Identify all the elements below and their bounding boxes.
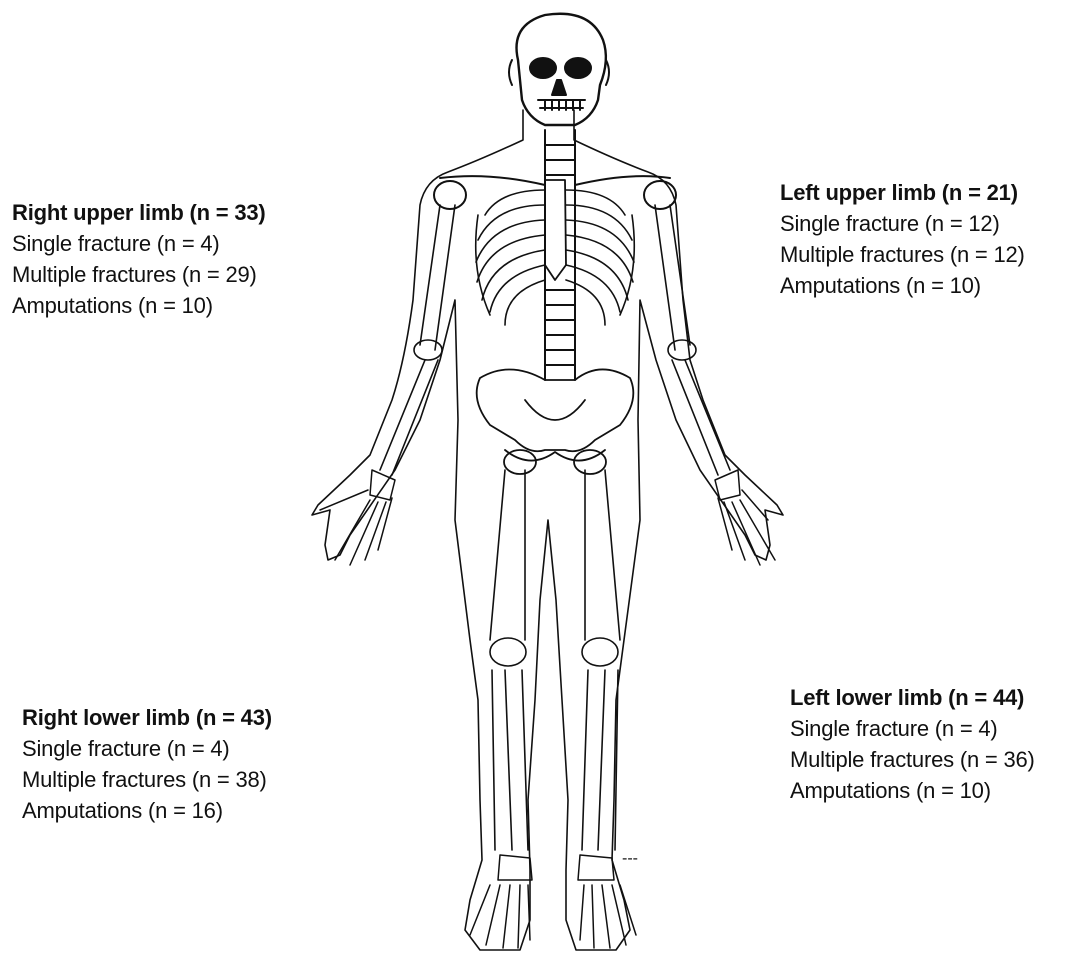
- left-upper-limb-amputations: Amputations (n = 10): [780, 270, 1025, 301]
- right-upper-limb-amputations: Amputations (n = 10): [12, 290, 266, 321]
- left-upper-limb-label: Left upper limb (n = 21) Single fracture…: [780, 177, 1025, 301]
- right-upper-limb-single: Single fracture (n = 4): [12, 228, 266, 259]
- foot-bones: [470, 855, 636, 948]
- right-lower-limb-title: Right lower limb (n = 43): [22, 702, 272, 733]
- arm-bones: [380, 205, 730, 475]
- left-lower-limb-amputations: Amputations (n = 10): [790, 775, 1035, 806]
- left-upper-limb-multiple: Multiple fractures (n = 12): [780, 239, 1025, 270]
- leg-bones: [490, 470, 620, 850]
- right-lower-limb-label: Right lower limb (n = 43) Single fractur…: [22, 702, 272, 826]
- right-upper-limb-title: Right upper limb (n = 33): [12, 197, 266, 228]
- dash-marker: ---: [622, 850, 638, 868]
- left-lower-limb-multiple: Multiple fractures (n = 36): [790, 744, 1035, 775]
- left-lower-limb-label: Left lower limb (n = 44) Single fracture…: [790, 682, 1035, 806]
- skull: [509, 14, 609, 125]
- right-upper-limb-multiple: Multiple fractures (n = 29): [12, 259, 266, 290]
- spine: [545, 130, 575, 380]
- right-lower-limb-multiple: Multiple fractures (n = 38): [22, 764, 272, 795]
- left-upper-limb-single: Single fracture (n = 12): [780, 208, 1025, 239]
- sternum: [545, 180, 566, 280]
- hand-bones: [320, 470, 775, 565]
- left-lower-limb-single: Single fracture (n = 4): [790, 713, 1035, 744]
- left-lower-limb-title: Left lower limb (n = 44): [790, 682, 1035, 713]
- right-lower-limb-amputations: Amputations (n = 16): [22, 795, 272, 826]
- right-upper-limb-label: Right upper limb (n = 33) Single fractur…: [12, 197, 266, 321]
- pelvis: [477, 369, 634, 474]
- shoulder-girdle: [434, 176, 676, 209]
- left-upper-limb-title: Left upper limb (n = 21): [780, 177, 1025, 208]
- right-lower-limb-single: Single fracture (n = 4): [22, 733, 272, 764]
